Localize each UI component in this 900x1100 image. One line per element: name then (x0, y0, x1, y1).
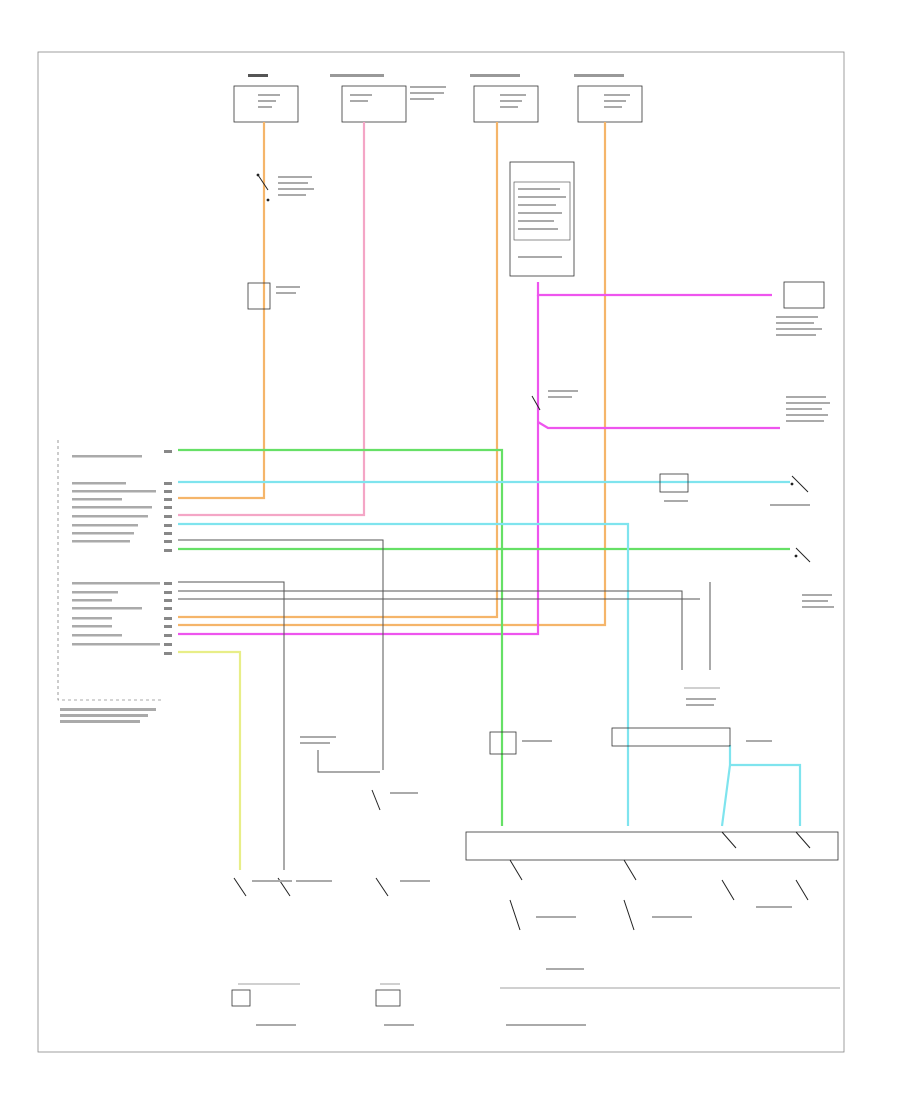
park-brake-switch (770, 475, 810, 506)
wire-cyan-lower (178, 522, 630, 826)
wire-orange-right (178, 122, 607, 627)
wire-magenta-vertical (178, 295, 540, 636)
lamp-switch (256, 173, 314, 202)
door-switch-group (465, 831, 840, 989)
wire-gray-1 (178, 539, 384, 770)
wire-green-top (178, 448, 504, 826)
fuse-lower-right (684, 687, 720, 706)
center-module (509, 161, 575, 277)
wire-orange-mid (178, 122, 499, 619)
courtesy-lamp-switches-left (231, 877, 586, 1026)
seatbelt-switch (794, 547, 834, 608)
wire-gray-5 (317, 750, 380, 773)
component-right-top (776, 281, 825, 336)
switch-mid-lower (300, 736, 418, 811)
wire-pink (178, 122, 366, 517)
inline-connector-right (659, 473, 689, 502)
wire-magenta-lower (537, 421, 780, 430)
wire-gray-2 (178, 581, 285, 870)
wire-cyan-right (720, 745, 802, 827)
junction-center (531, 390, 578, 411)
wire-magenta-top (536, 282, 772, 297)
fuse-box-hot-at-all-times-mid (470, 74, 539, 123)
wire-gray-4 (178, 582, 711, 670)
wire-orange-main (178, 122, 266, 500)
connector-lower-mid (489, 731, 552, 755)
fuse-box-hot-at-all-times-right (574, 74, 643, 123)
wire-gray-3 (178, 590, 683, 670)
body-control-module (57, 440, 172, 723)
component-right-mid (786, 396, 830, 422)
fuse-box-hot-at-all-times-left (233, 74, 299, 123)
fuse-box-hot-in-run-and-start (330, 74, 446, 123)
junction-connector-left (247, 282, 300, 310)
diagram-frame (37, 51, 845, 1053)
wire-yellow (178, 650, 242, 870)
junction-connector-lower-right (611, 727, 772, 747)
